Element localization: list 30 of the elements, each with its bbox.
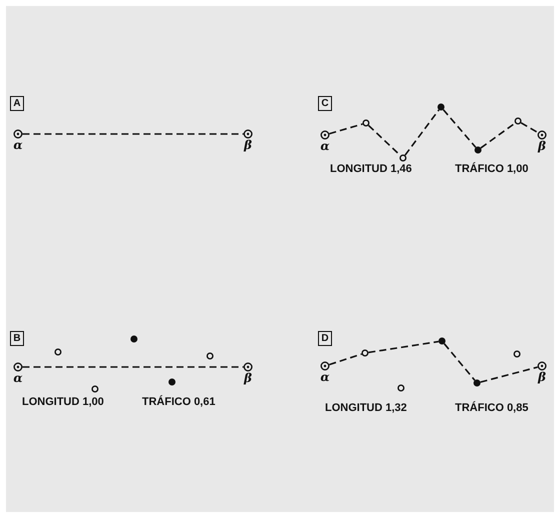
point-label: α [12,139,24,151]
dashed-route-line [22,133,244,135]
panel-letter: C [318,96,332,111]
panel-letter: A [10,96,24,111]
dashed-route-line [520,122,539,134]
measure-label: TRÁFICO 0,61 [142,396,216,408]
dashed-route-line [444,343,476,381]
point-label: α [319,371,331,383]
dashed-route-line [368,124,401,156]
point-label: β [536,371,547,383]
measure-label: TRÁFICO 1,00 [455,163,528,175]
panel-letter: B [10,331,24,346]
dashed-route-line [368,340,439,354]
dashed-route-line [442,109,476,148]
point-label: α [12,372,24,384]
point-label: α [319,140,331,152]
measure-label: TRÁFICO 0,85 [455,402,528,414]
point-label: β [242,139,253,151]
measure-label: LONGITUD 1,32 [325,402,407,414]
dashed-route-line [329,123,363,134]
dashed-route-line [480,366,538,383]
dashed-route-line [404,109,440,156]
dashed-route-line [22,366,244,368]
measure-label: LONGITUD 1,00 [22,396,104,408]
measure-label: LONGITUD 1,46 [330,163,412,175]
dashed-route-line [480,122,516,149]
panel-letter: D [318,331,332,346]
dashed-route-line [329,353,362,366]
point-label: β [242,372,253,384]
point-label: β [536,140,547,152]
